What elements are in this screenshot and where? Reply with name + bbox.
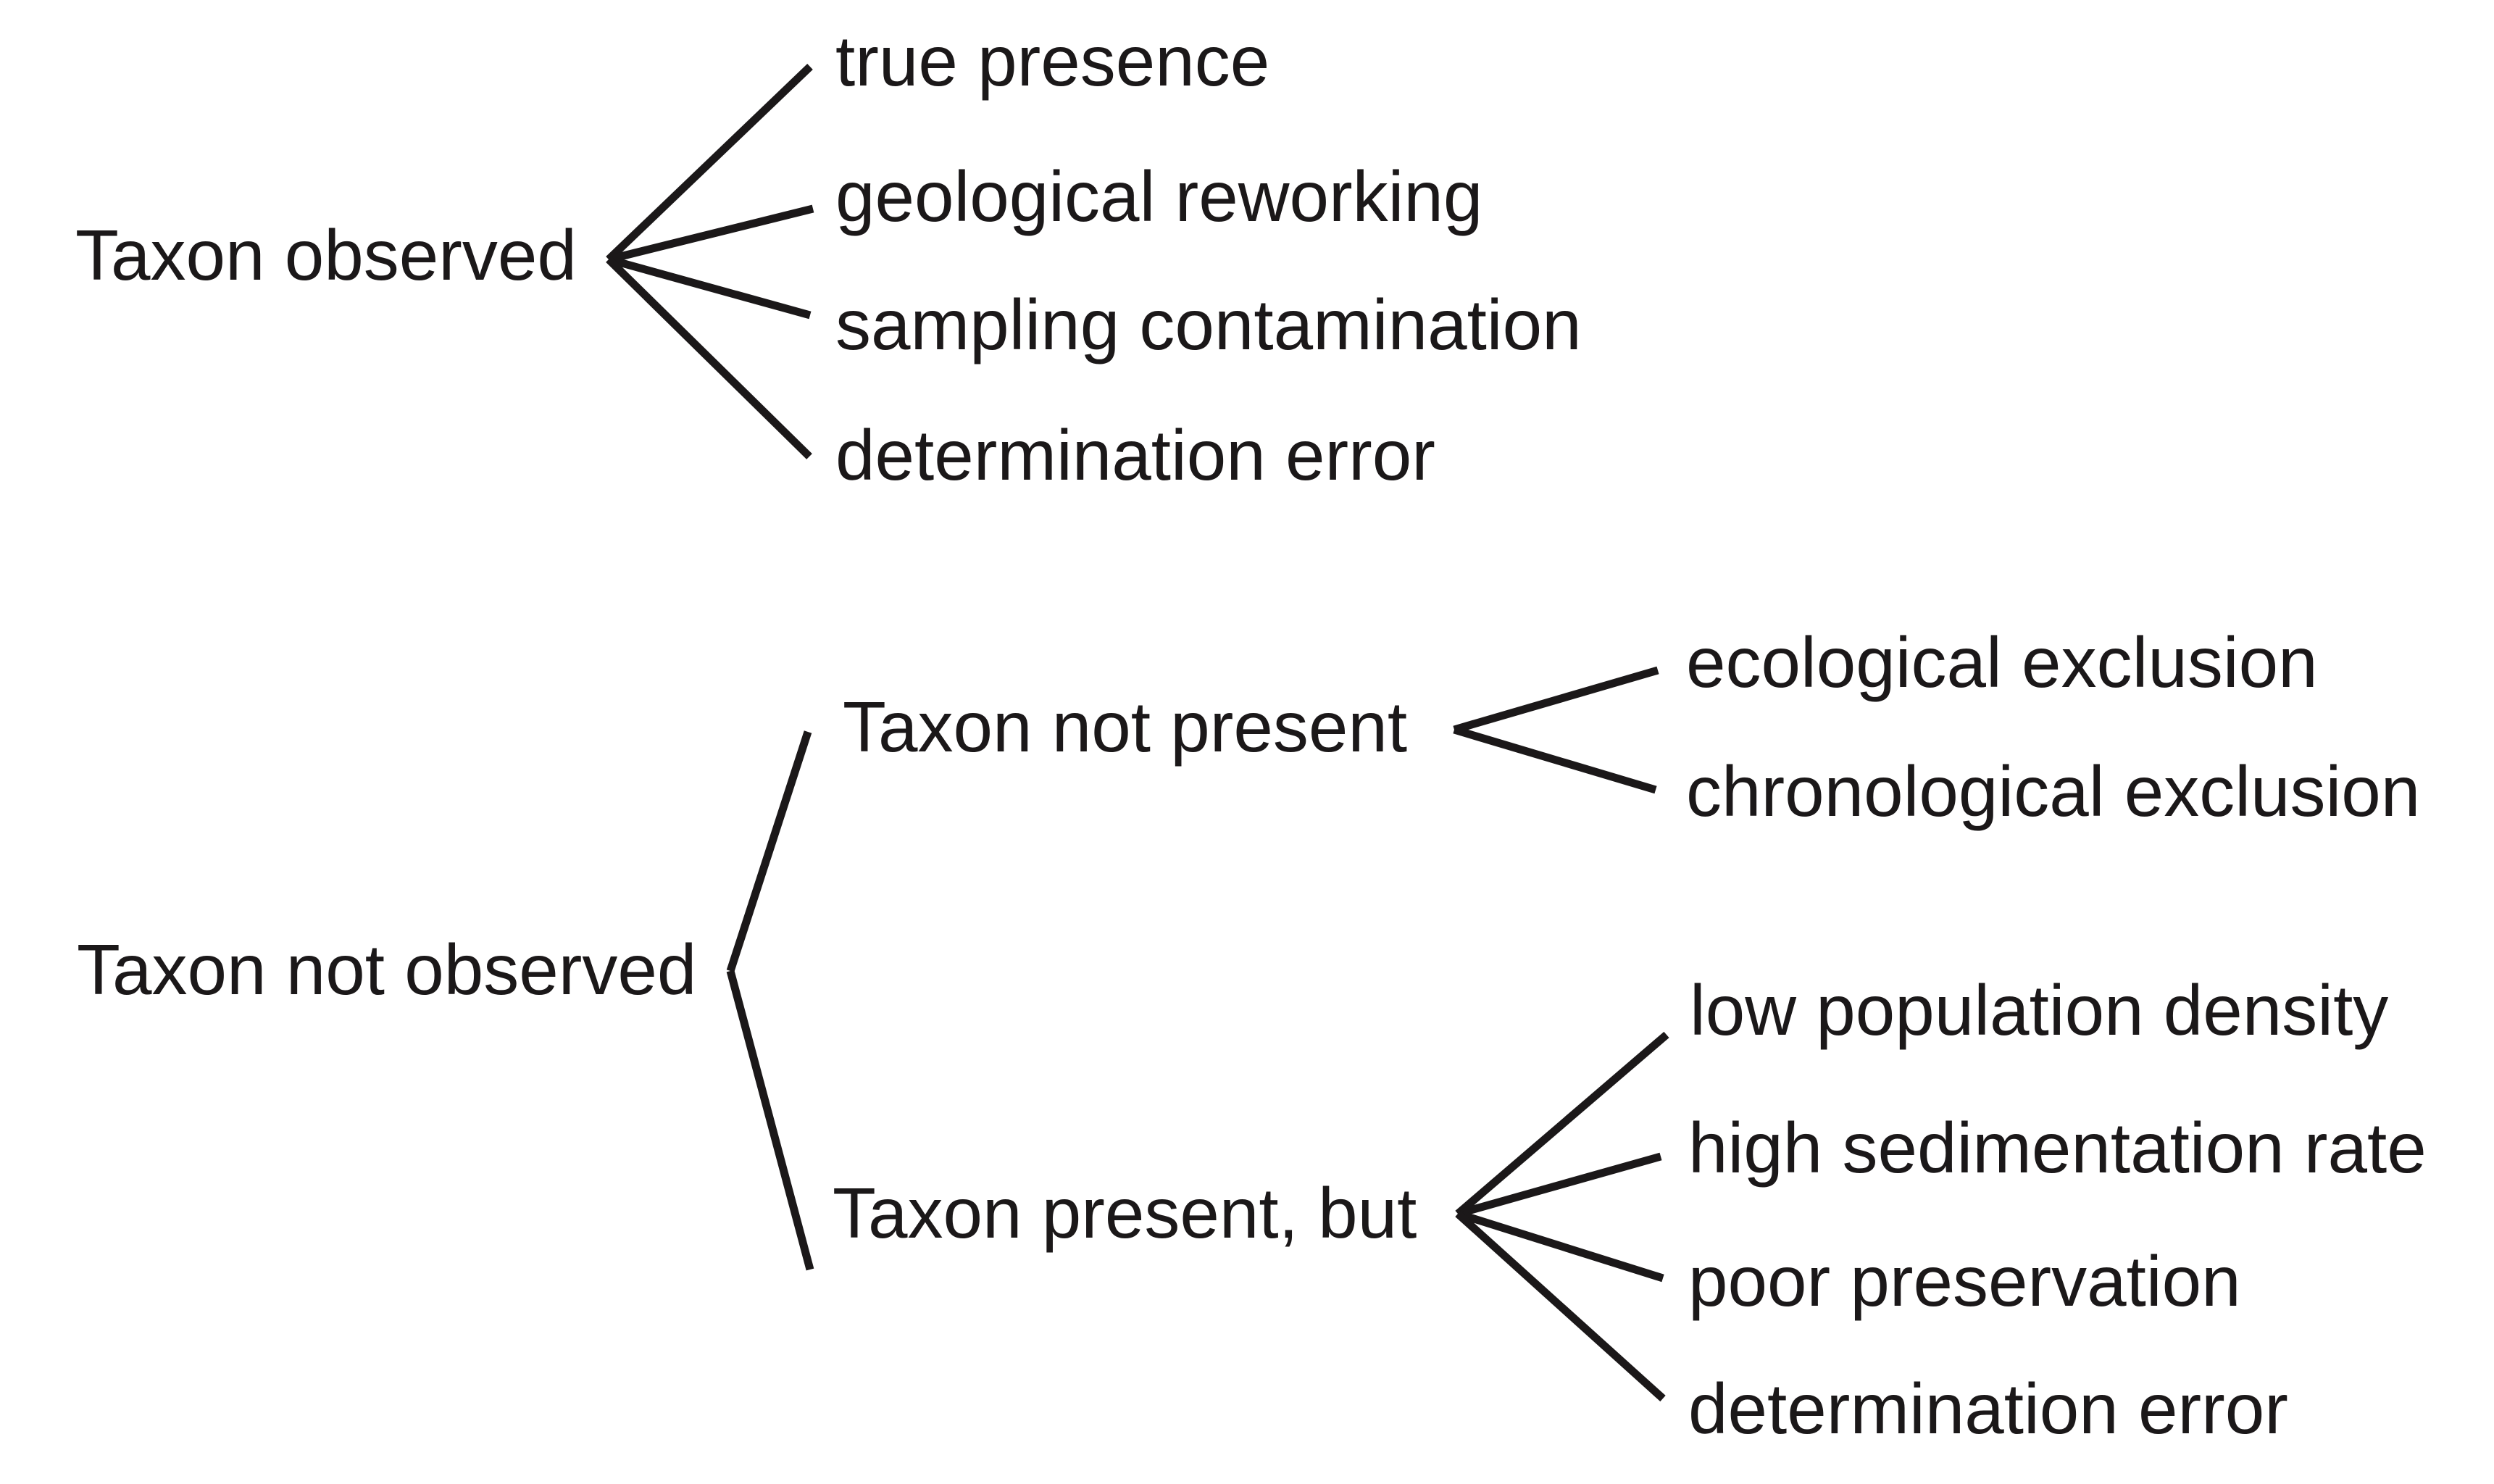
label-sampling-contamination: sampling contamination — [835, 285, 1582, 365]
branch-not-observed-to-present-but — [726, 970, 814, 1271]
label-taxon-observed: Taxon observed — [75, 215, 577, 296]
label-poor-preservation: poor preservation — [1688, 1241, 2241, 1322]
label-geological-reworking: geological reworking — [835, 157, 1483, 237]
label-high-sedimentation-rate: high sedimentation rate — [1688, 1108, 2427, 1188]
branch-observed-to-geological-reworking — [607, 204, 814, 264]
label-determination-error-top: determination error — [835, 415, 1435, 496]
label-low-population-density: low population density — [1690, 970, 2389, 1051]
label-ecological-exclusion: ecological exclusion — [1686, 622, 2318, 703]
branch-not-present-to-ecological-exclusion — [1453, 666, 1659, 734]
branch-not-present-to-chronological-exclusion — [1453, 725, 1657, 794]
label-chronological-exclusion: chronological exclusion — [1686, 751, 2421, 832]
branch-present-but-to-high-sedimentation-rate — [1456, 1152, 1662, 1218]
branch-present-but-to-determination-error — [1455, 1210, 1666, 1402]
branch-observed-to-true-presence — [606, 64, 813, 262]
branch-present-but-to-poor-preservation — [1456, 1209, 1664, 1283]
label-true-presence: true presence — [835, 21, 1270, 101]
branch-observed-to-determination-error — [606, 257, 812, 459]
label-taxon-not-present: Taxon not present — [843, 687, 1408, 767]
branch-not-observed-to-not-present — [726, 730, 812, 972]
label-taxon-not-observed: Taxon not observed — [77, 930, 697, 1010]
label-taxon-present-but: Taxon present, but — [833, 1173, 1417, 1254]
branch-present-but-to-low-population-density — [1455, 1031, 1669, 1217]
label-determination-error-bottom: determination error — [1688, 1369, 2288, 1449]
branch-observed-to-sampling-contamination — [607, 255, 812, 320]
